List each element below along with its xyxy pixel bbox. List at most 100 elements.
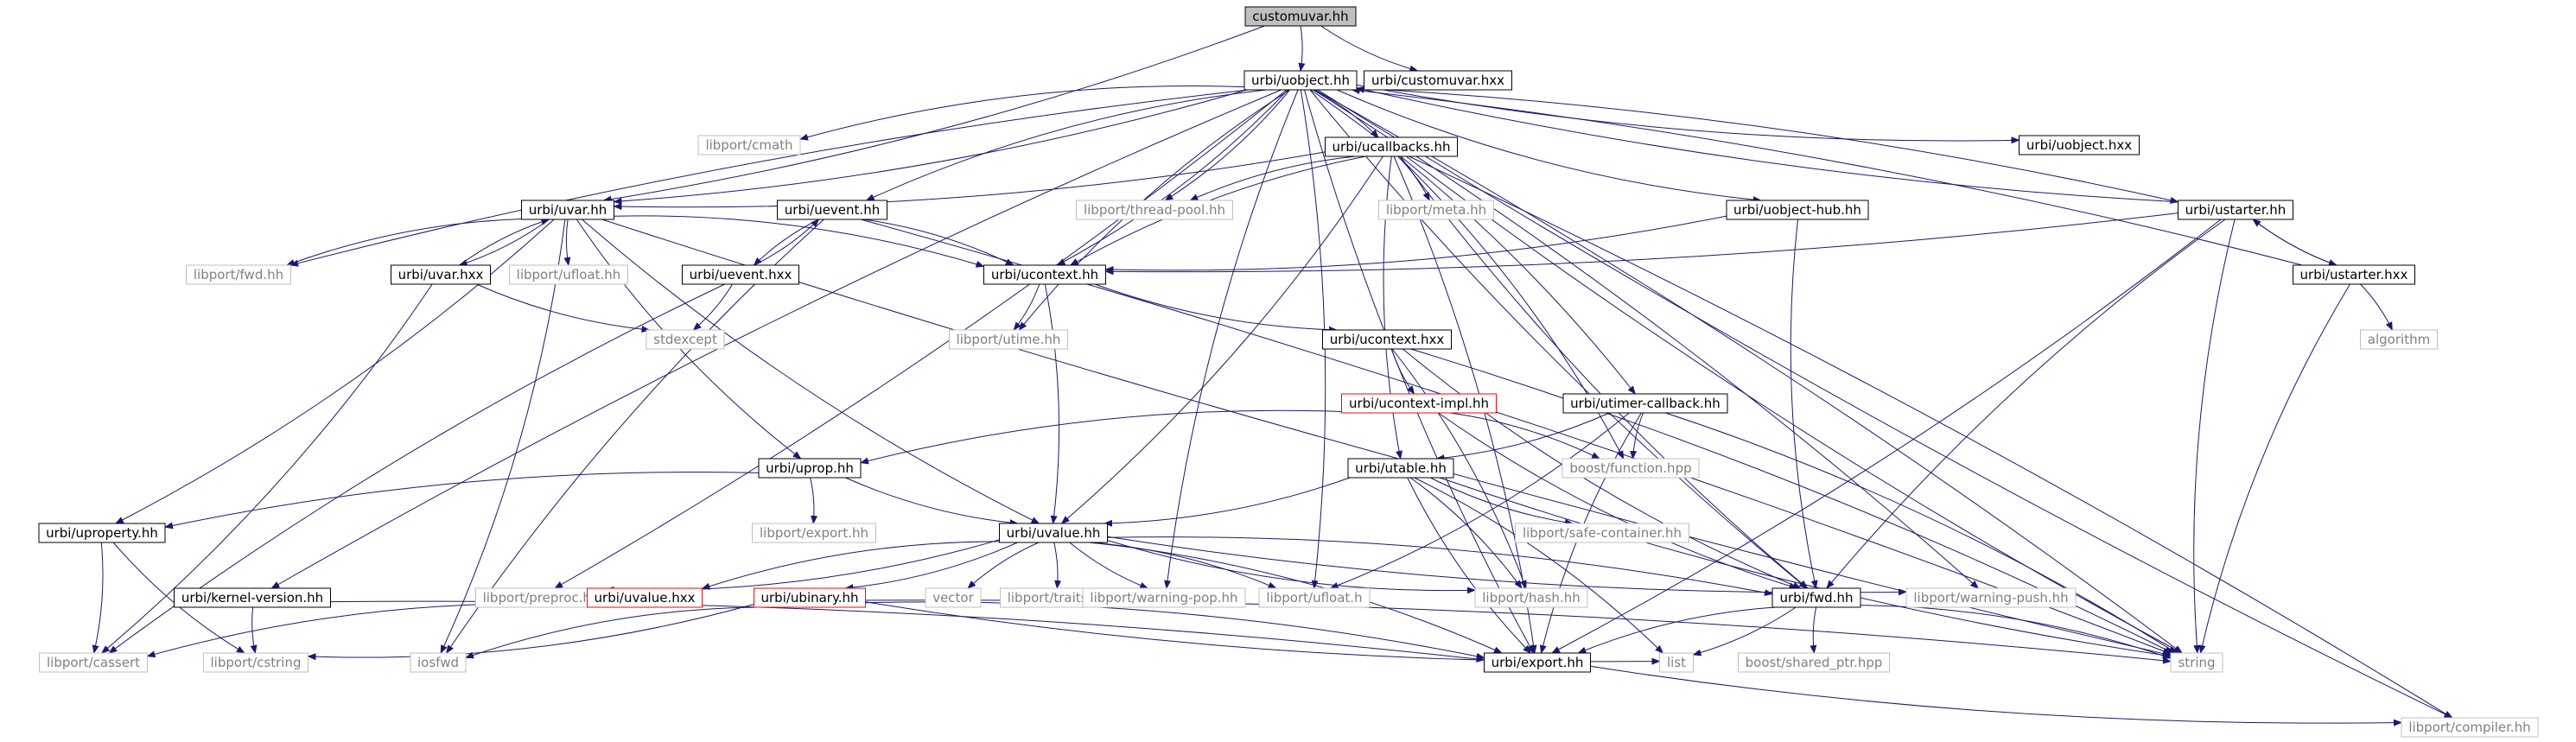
graph-node-uvalue-hxx[interactable]: urbi/uvalue.hxx <box>587 587 703 608</box>
edge-uproperty-hh-to-cassert <box>92 542 104 654</box>
edge-ucontext-hh-to-utime-hh <box>1013 283 1040 331</box>
edge-ubinary-hh-to-cstring <box>307 604 754 661</box>
graph-node-uobject-hxx[interactable]: urbi/uobject.hxx <box>2019 135 2140 155</box>
edge-uvalue-hxx-to-cassert <box>146 603 588 658</box>
node-label: libport/warning-push.hh <box>1913 590 2068 606</box>
node-box <box>1474 587 1588 608</box>
node-label: urbi/export.hh <box>1492 655 1584 670</box>
edge-uobject-hh-to-uvar-hh <box>613 89 1247 205</box>
edge-uobject-hh-to-warning-pop <box>1164 89 1299 589</box>
node-box <box>1322 329 1452 350</box>
graph-node-ucallbacks-hh[interactable]: urbi/ucallbacks.hh <box>1325 136 1458 157</box>
node-box <box>1341 393 1497 414</box>
edge-utable-hh-to-string <box>1439 477 2172 659</box>
node-label: string <box>2178 655 2215 670</box>
node-label: libport/utime.hh <box>957 332 1061 347</box>
node-box <box>1905 587 2077 608</box>
node-box <box>925 587 982 608</box>
edge-ucallbacks-hh-to-uvar-hh <box>613 151 1326 211</box>
node-label: urbi/uvalue.hxx <box>595 590 696 606</box>
node-box <box>1726 200 1869 220</box>
node-box <box>646 329 725 350</box>
node-label: boost/shared_ptr.hpp <box>1746 655 1883 671</box>
graph-node-ubinary-hh[interactable]: urbi/ubinary.hh <box>754 587 866 608</box>
edge-ucontext-impl-to-fwd-urbi <box>1438 412 1798 590</box>
edge-ucallbacks-hh-to-meta-hh <box>1397 155 1430 201</box>
edge-uvar-hh-to-ufloat-hh <box>563 219 571 266</box>
node-label: urbi/ustarter.hxx <box>2300 267 2408 282</box>
node-label: libport/ufloat.hh <box>517 267 621 282</box>
node-label: libport/export.hh <box>760 525 868 541</box>
graph-node-uprop-hh[interactable]: urbi/uprop.hh <box>758 458 862 479</box>
edge-utable-hh-to-hash-hh <box>1409 477 1523 589</box>
graph-node-uproperty-hh[interactable]: urbi/uproperty.hh <box>38 523 166 543</box>
node-label: urbi/ucontext.hh <box>991 267 1098 282</box>
graph-node-boost-function: boost/function.hpp <box>1562 458 1700 479</box>
edge-ustarter-hh-to-string <box>2193 219 2236 654</box>
node-label: iosfwd <box>417 655 459 670</box>
graph-node-export-urbi[interactable]: urbi/export.hh <box>1484 652 1591 673</box>
node-label: libport/cmath <box>705 137 792 153</box>
edge-export-urbi-to-compiler-hh <box>1590 665 2402 726</box>
edge-uvalue-hh-to-ufloat-h <box>1091 542 1277 589</box>
graph-node-warning-push: libport/warning-push.hh <box>1905 587 2077 608</box>
graph-node-ustarter-hh[interactable]: urbi/ustarter.hh <box>2178 200 2293 220</box>
edge-fwd-urbi-to-string <box>1860 605 2172 659</box>
node-box <box>999 523 1108 543</box>
graph-node-preproc-hh: libport/preproc.hh <box>475 587 607 608</box>
graph-node-uobject-hub-hh[interactable]: urbi/uobject-hub.hh <box>1726 200 1869 220</box>
graph-node-uevent-hh[interactable]: urbi/uevent.hh <box>777 200 887 220</box>
graph-node-uobject-hh[interactable]: urbi/uobject.hh <box>1243 70 1358 91</box>
graph-node-uvar-hxx[interactable]: urbi/uvar.hxx <box>391 264 491 285</box>
edge-uevent-hh-to-uevent-hxx <box>753 219 819 266</box>
graph-node-fwd-urbi[interactable]: urbi/fwd.hh <box>1771 587 1861 608</box>
edge-kernel-version-to-cstring <box>250 606 258 654</box>
edge-ucallbacks-hh-to-boost-function <box>1397 155 1625 460</box>
edge-utimer-cb-to-boost-function <box>1630 412 1644 460</box>
graph-node-customuvar-hxx[interactable]: urbi/customuvar.hxx <box>1364 70 1512 91</box>
edge-uobject-hh-to-utime-hh <box>1018 89 1290 331</box>
graph-node-customuvar-hh[interactable]: customuvar.hh <box>1244 6 1357 27</box>
edge-uobject-hh-to-utimer-cb <box>1310 89 1636 395</box>
node-label: urbi/uobject.hh <box>1251 73 1350 88</box>
node-box <box>203 652 308 673</box>
graph-node-uvar-hh[interactable]: urbi/uvar.hh <box>521 200 614 220</box>
edge-ubinary-hh-to-string <box>865 599 2172 664</box>
edge-uobject-hh-to-kernel-version <box>270 89 1282 589</box>
edge-uobject-hh-to-ucontext-hh <box>1056 89 1288 266</box>
graph-node-warning-pop: libport/warning-pop.hh <box>1082 587 1246 608</box>
edge-uvar-hh-to-fwd-libport <box>285 219 522 266</box>
edge-utable-hh-to-export-urbi <box>1407 477 1531 654</box>
graph-node-kernel-version[interactable]: urbi/kernel-version.hh <box>174 587 331 608</box>
graph-node-compiler-hh: libport/compiler.hh <box>2401 717 2539 738</box>
node-label: libport/cassert <box>47 655 140 670</box>
graph-node-utimer-cb[interactable]: urbi/utimer-callback.hh <box>1562 393 1728 414</box>
node-box <box>1659 652 1694 673</box>
edge-ucallbacks-hh-to-utable-hh <box>1383 155 1402 460</box>
edge-utimer-cb-to-string <box>1665 412 2178 654</box>
node-label: list <box>1667 655 1686 670</box>
edge-uobject-hh-to-ucallbacks-hh <box>1313 89 1379 138</box>
graph-node-utable-hh[interactable]: urbi/utable.hh <box>1347 458 1454 479</box>
edge-uobject-hh-to-uobject-hub-hh <box>1336 89 1762 204</box>
edge-ustarter-hxx-to-uobject-hh <box>1351 87 2303 266</box>
graph-node-list: list <box>1659 652 1694 673</box>
graph-node-algorithm: algorithm <box>2360 329 2438 350</box>
graph-node-uvalue-hh[interactable]: urbi/uvalue.hh <box>999 523 1108 543</box>
graph-node-ustarter-hxx[interactable]: urbi/ustarter.hxx <box>2293 264 2415 285</box>
node-box <box>1562 458 1700 479</box>
graph-node-ucontext-hh[interactable]: urbi/ucontext.hh <box>983 264 1106 285</box>
node-box <box>983 264 1106 285</box>
graph-node-uevent-hxx[interactable]: urbi/uevent.hxx <box>682 264 799 285</box>
edge-fwd-urbi-to-shared-ptr <box>1810 606 1817 654</box>
node-box <box>1243 70 1358 91</box>
node-box <box>2360 329 2438 350</box>
edge-uobject-hh-to-fwd-libport <box>289 89 1249 267</box>
edge-ustarter-hxx-to-ustarter-hh <box>2252 219 2337 266</box>
edge-uvalue-hh-to-export-urbi <box>1089 542 1503 654</box>
edge-ucallbacks-hh-to-compiler-hh <box>1409 155 2453 719</box>
node-label: urbi/ucallbacks.hh <box>1333 139 1451 155</box>
graph-node-ucontext-hxx[interactable]: urbi/ucontext.hxx <box>1322 329 1452 350</box>
graph-node-ucontext-impl[interactable]: urbi/ucontext-impl.hh <box>1341 393 1497 414</box>
